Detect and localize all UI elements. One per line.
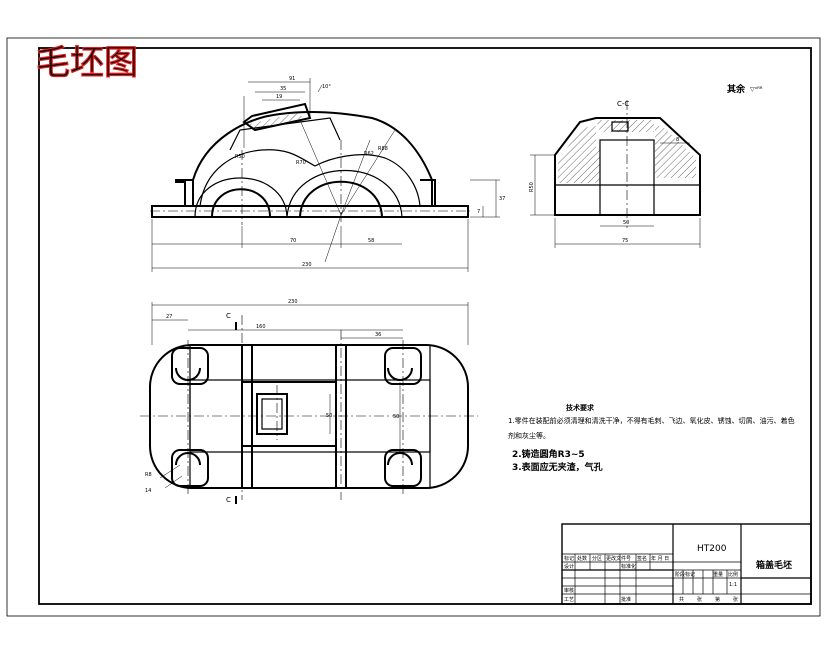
sec-dim-75: 75 — [622, 238, 628, 244]
dim-58: 58 — [368, 238, 374, 244]
title-block: HT200 箱盖毛坯 1:1 标记 处数 分区 更改文件号 签名 年 月 日 设… — [561, 523, 812, 605]
tb-sheet-1: 张 — [697, 596, 702, 603]
tb-sign-0: 批准 — [621, 596, 631, 603]
sec-dim-8: 8 — [676, 137, 679, 143]
top-dim-27: 27 — [166, 314, 172, 320]
tech-req-item-2: 2.铸造圆角R3~5 — [512, 448, 585, 460]
top-view: C C 230 27 160 36 50 50 R8 14 — [140, 299, 478, 504]
dim-angle: 10° — [322, 84, 331, 90]
top-dim-230: 230 — [288, 299, 298, 305]
dim-r62: R62 — [364, 151, 374, 157]
tb-stage-1: 重量 — [713, 571, 723, 578]
sec-dim-r50: R50 — [529, 182, 535, 192]
tb-stage-0: 阶段标记 — [675, 571, 695, 578]
dim-r70: R70 — [296, 160, 306, 166]
front-view: 91 35 19 10° R70 R62 R88 R50 70 58 230 3… — [150, 76, 505, 272]
dim-35: 35 — [280, 86, 286, 92]
top-dim-r8: R8 — [145, 472, 152, 478]
sec-dim-50: 50 — [623, 220, 629, 226]
tech-req-item-3: 3.表面应无夹渣，气孔 — [512, 461, 603, 473]
scale-text: 1:1 — [729, 582, 737, 588]
tb-sheet-2: 第 — [715, 596, 720, 603]
dim-230: 230 — [302, 262, 312, 268]
stamp-label: 毛坯图 — [36, 43, 138, 83]
dim-37: 37 — [499, 196, 505, 202]
dim-r88: R88 — [378, 146, 388, 152]
outer-frame — [6, 37, 821, 617]
surface-note-symbol: ▽ˣᴿᴿ — [750, 86, 763, 93]
surface-note-label: 其余 — [727, 83, 746, 95]
top-dim-h: 50 — [393, 414, 399, 420]
section-view-cc: C-C R50 50 75 8 — [529, 100, 701, 248]
tb-sheet-3: 张 — [733, 596, 738, 603]
top-dim-36: 36 — [375, 332, 381, 338]
top-dim-14: 14 — [145, 488, 151, 494]
inner-frame — [38, 47, 812, 605]
tb-stage-2: 比例 — [728, 571, 738, 578]
tb-row3-1: 工艺 — [564, 597, 574, 603]
tb-row2-1: 标准化 — [621, 563, 636, 570]
dim-7: 7 — [477, 209, 480, 215]
tb-sheet-0: 共 — [679, 596, 684, 603]
tb-header-3: 更改文件号 — [606, 555, 631, 562]
tb-header-4: 签名 — [637, 555, 647, 562]
tb-header-2: 分区 — [592, 555, 602, 562]
section-label: C-C — [617, 100, 629, 108]
dim-r50: R50 — [235, 154, 245, 160]
dim-91: 91 — [289, 76, 295, 82]
surface-roughness-note: 其余 ▽ˣᴿᴿ — [727, 83, 763, 95]
tb-header-5: 年 月 日 — [651, 555, 669, 562]
tb-header-1: 处数 — [577, 555, 587, 562]
tb-row3-0: 审核 — [564, 587, 574, 594]
part-name-text: 箱盖毛坯 — [756, 559, 792, 571]
tech-req-title: 技术要求 — [566, 403, 595, 412]
top-dim-50: 50 — [326, 413, 332, 419]
title-stamp: 毛坯图 — [35, 42, 138, 83]
tb-row2-0: 设计 — [564, 563, 574, 570]
technical-requirements: 技术要求 1.零件在装配前必须清理和清洗干净，不得有毛刺、飞边、氧化皮、锈蚀、切… — [508, 403, 795, 473]
top-dim-160: 160 — [256, 324, 266, 330]
tech-req-item-1: 1.零件在装配前必须清理和清洗干净，不得有毛刺、飞边、氧化皮、锈蚀、切屑、油污、… — [508, 417, 795, 440]
dim-19: 19 — [276, 94, 282, 100]
dim-70: 70 — [290, 238, 296, 244]
section-mark-top: C — [226, 312, 231, 320]
tb-header-0: 标记 — [564, 555, 574, 562]
section-mark-bottom: C — [226, 496, 231, 504]
material-text: HT200 — [697, 544, 727, 554]
